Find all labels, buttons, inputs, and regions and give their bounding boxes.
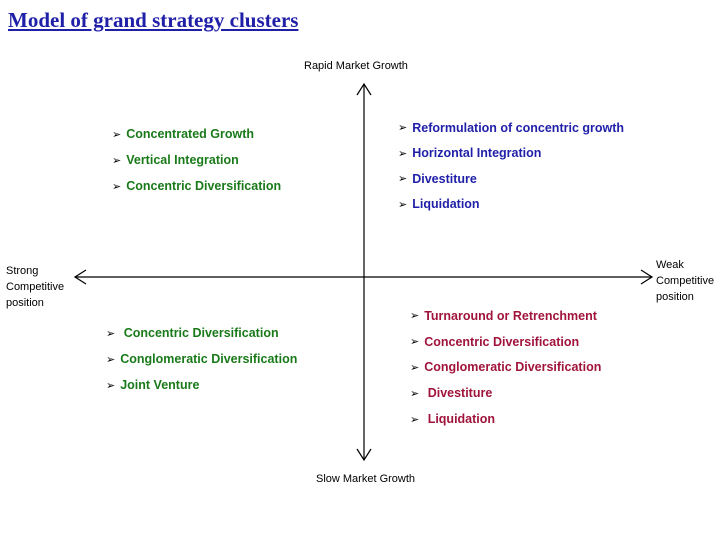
arrow-up-icon (356, 82, 372, 96)
list-item-label: Divestiture (424, 386, 493, 401)
arrowhead-bullet-icon: ➢ (112, 180, 122, 193)
list-item: ➢ Divestiture (410, 380, 601, 406)
axis-label-right-line: position (656, 291, 694, 303)
arrowhead-bullet-icon: ➢ (410, 361, 420, 374)
list-item-label: Concentric Diversification (126, 179, 282, 193)
list-item: ➢ Joint Venture (106, 372, 297, 398)
axis-label-left-line: position (6, 297, 44, 309)
arrowhead-bullet-icon: ➢ (398, 122, 408, 135)
axis-label-left-line: Strong (6, 265, 39, 277)
quadrant-lower-right: ➢ Turnaround or Retrenchment ➢ Concentric … (410, 303, 601, 432)
arrowhead-bullet-icon: ➢ (410, 310, 420, 323)
list-item-label: Conglomeratic Diversification (120, 352, 298, 366)
arrowhead-bullet-icon: ➢ (398, 173, 408, 186)
list-item: ➢ Turnaround or Retrenchment (410, 303, 601, 329)
list-item: ➢ Liquidation (398, 192, 624, 218)
list-item: ➢ Liquidation (410, 406, 601, 432)
list-item-label: Vertical Integration (126, 153, 239, 167)
arrowhead-bullet-icon: ➢ (106, 327, 116, 340)
arrowhead-bullet-icon: ➢ (106, 379, 116, 392)
quadrant-upper-right: ➢ Reformulation of concentric growth ➢ Hor… (398, 115, 624, 217)
list-item-label: Reformulation of concentric growth (412, 120, 625, 135)
quadrant-lower-left: ➢ Concentric Diversification ➢ Conglomera… (106, 320, 297, 398)
axis-label-top: Rapid Market Growth (304, 60, 408, 72)
arrowhead-bullet-icon: ➢ (410, 387, 420, 400)
arrow-right-icon (640, 269, 654, 285)
arrow-left-icon (73, 269, 87, 285)
axis-label-right-line: Weak (656, 259, 684, 271)
list-item-label: Liquidation (424, 412, 496, 427)
list-item: ➢ Vertical Integration (112, 147, 281, 173)
quadrant-upper-left: ➢ Concentrated Growth ➢ Vertical Integrati… (112, 121, 281, 199)
list-item-label: Conglomeratic Diversification (424, 360, 602, 375)
arrowhead-bullet-icon: ➢ (410, 413, 420, 426)
arrowhead-bullet-icon: ➢ (410, 336, 420, 349)
axis-label-right-line: Competitive (656, 275, 715, 287)
arrowhead-bullet-icon: ➢ (112, 128, 122, 141)
axis-label-right: Weak Competitive position (656, 257, 714, 305)
list-item-label: Turnaround or Retrenchment (424, 308, 597, 323)
arrowhead-bullet-icon: ➢ (112, 154, 122, 167)
axis-label-left-line: Competitive (6, 281, 65, 293)
arrowhead-bullet-icon: ➢ (106, 353, 116, 366)
page-title: Model of grand strategy clusters (8, 8, 299, 32)
list-item: ➢ Concentric Diversification (112, 173, 281, 199)
list-item: ➢ Horizontal Integration (398, 141, 624, 167)
list-item-label: Divestiture (412, 171, 477, 186)
list-item-label: Liquidation (412, 197, 480, 212)
axis-label-bottom: Slow Market Growth (316, 473, 416, 485)
axis-label-left: Strong Competitive position (6, 263, 64, 311)
arrowhead-bullet-icon: ➢ (398, 198, 408, 211)
arrow-down-icon (356, 448, 372, 462)
arrowhead-bullet-icon: ➢ (398, 147, 408, 160)
list-item: ➢ Conglomeratic Diversification (106, 346, 297, 372)
list-item-label: Horizontal Integration (412, 146, 542, 161)
list-item-label: Joint Venture (120, 378, 200, 392)
list-item: ➢ Concentrated Growth (112, 121, 281, 147)
list-item: ➢ Divestiture (398, 166, 624, 192)
list-item: ➢ Concentric Diversification (410, 329, 601, 355)
list-item: ➢ Conglomeratic Diversification (410, 355, 601, 381)
list-item: ➢ Reformulation of concentric growth (398, 115, 624, 141)
list-item: ➢ Concentric Diversification (106, 320, 297, 346)
list-item-label: Concentric Diversification (120, 326, 279, 340)
list-item-label: Concentrated Growth (126, 127, 255, 141)
list-item-label: Concentric Diversification (424, 334, 580, 349)
